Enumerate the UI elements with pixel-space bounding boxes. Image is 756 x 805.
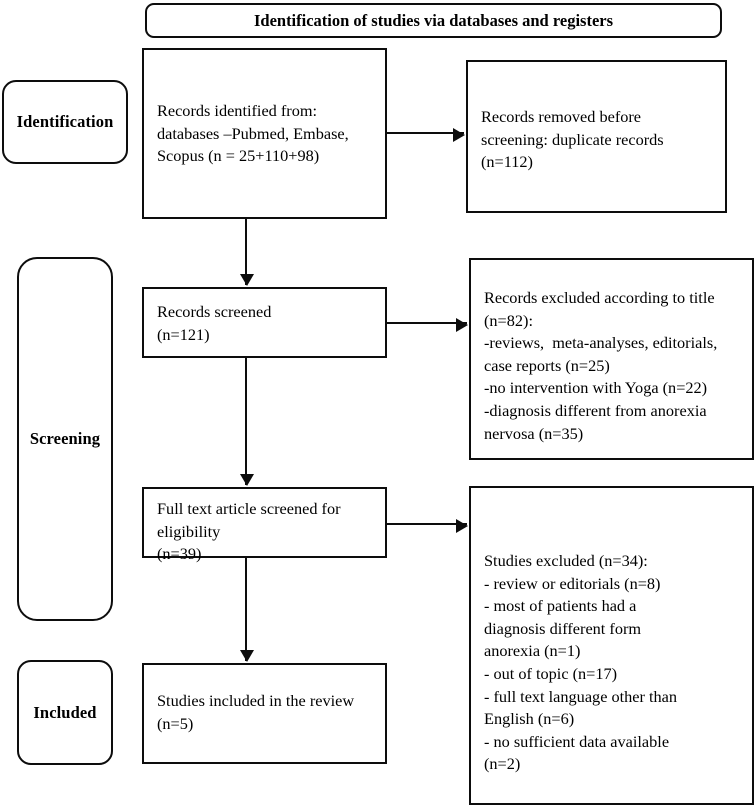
stage-label-identification-text: Identification bbox=[16, 112, 114, 131]
diagram-title-text: Identification of studies via databases … bbox=[253, 10, 614, 30]
arrow-identified-to-removed bbox=[386, 127, 465, 142]
box-records-excluded: Records excluded according to title (n=8… bbox=[469, 258, 754, 460]
stage-label-included: Included bbox=[17, 660, 113, 765]
box-records-identified-text: Records identified from: databases –Pubm… bbox=[157, 101, 349, 166]
box-studies-included: Studies included in the review (n=5) bbox=[142, 663, 387, 764]
box-records-excluded-text: Records excluded according to title (n=8… bbox=[484, 288, 718, 443]
box-full-text-screened-text: Full text article screened for eligibili… bbox=[157, 499, 341, 564]
box-records-screened: Records screened (n=121) bbox=[142, 287, 387, 358]
box-records-removed-text: Records removed before screening: duplic… bbox=[481, 107, 664, 172]
box-studies-excluded-text: Studies excluded (n=34): - review or edi… bbox=[484, 551, 678, 774]
arrow-identified-to-screened bbox=[239, 219, 254, 286]
box-records-screened-text: Records screened (n=121) bbox=[157, 302, 272, 344]
stage-label-screening: Screening bbox=[17, 257, 113, 621]
arrow-screened-to-fulltext bbox=[239, 358, 254, 486]
stage-label-screening-text: Screening bbox=[29, 429, 101, 448]
box-full-text-screened: Full text article screened for eligibili… bbox=[142, 487, 387, 563]
arrow-screened-to-excluded bbox=[386, 317, 468, 332]
stage-label-included-text: Included bbox=[33, 702, 97, 722]
diagram-title-box: Identification of studies via databases … bbox=[145, 3, 722, 38]
box-studies-excluded: Studies excluded (n=34): - review or edi… bbox=[469, 486, 754, 805]
box-studies-included-text: Studies included in the review (n=5) bbox=[157, 691, 355, 733]
arrow-fulltext-to-included bbox=[239, 558, 254, 662]
stage-label-identification: Identification bbox=[2, 80, 128, 164]
box-records-identified: Records identified from: databases –Pubm… bbox=[142, 48, 387, 219]
box-records-removed: Records removed before screening: duplic… bbox=[466, 60, 727, 213]
arrow-fulltext-to-studies-excluded bbox=[386, 518, 468, 533]
